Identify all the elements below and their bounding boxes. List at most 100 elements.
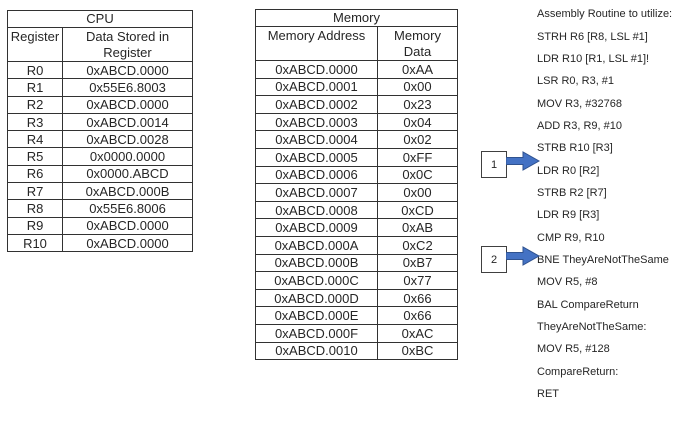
memory-address-cell: 0xABCD.000C: [255, 271, 378, 290]
memory-address-cell: 0xABCD.0007: [255, 183, 378, 202]
register-name-cell: R1: [7, 78, 63, 97]
memory-data-cell: 0x00: [376, 77, 459, 97]
memory-table-row: 0xABCD.000B 0xB7: [255, 253, 459, 273]
assembly-instruction-line: MOV R5, #128: [537, 343, 610, 356]
cpu-table-row: R9 0xABCD.0000: [7, 216, 194, 235]
register-value-cell: 0x55E6.8006: [61, 199, 194, 218]
memory-table-row: 0xABCD.0006 0x0C: [255, 165, 459, 185]
memory-data-cell: 0x0C: [376, 165, 459, 185]
assembly-instruction-line: LDR R0 [R2]: [537, 164, 600, 177]
assembly-instruction-line: CMP R9, R10: [537, 231, 605, 244]
callout-2-label: 2: [490, 253, 498, 266]
memory-address-cell: 0xABCD.000D: [255, 288, 378, 308]
cpu-col-header-register: Register: [7, 27, 63, 62]
memory-table-row: 0xABCD.0000 0xAA: [255, 60, 459, 79]
memory-address-cell: 0xABCD.0002: [255, 95, 378, 114]
memory-data-cell: 0xFF: [376, 147, 459, 167]
memory-table-row: 0xABCD.0002 0x23: [255, 95, 459, 114]
callout-1-label: 1: [490, 158, 498, 171]
memory-table-row: 0xABCD.0005 0xFF: [255, 147, 459, 167]
cpu-table-row: R3 0xABCD.0014: [7, 112, 194, 132]
memory-table-row: 0xABCD.000E 0x66: [255, 306, 459, 325]
assembly-instruction-line: MOV R5, #8: [537, 276, 598, 289]
cpu-table-row: R8 0x55E6.8006: [7, 199, 194, 218]
cpu-table-row: R0 0xABCD.0000: [7, 60, 194, 80]
cpu-table-row: R7 0xABCD.000B: [7, 182, 194, 201]
register-name-cell: R4: [7, 130, 63, 149]
memory-table-row: 0xABCD.0001 0x00: [255, 77, 459, 97]
memory-table: Memory Memory Address Memory Data 0xABCD…: [254, 9, 459, 361]
cpu-table-row: R1 0x55E6.8003: [7, 78, 194, 97]
memory-col-header-data: Memory Data: [376, 26, 459, 61]
memory-table-row: 0xABCD.0007 0x00: [255, 183, 459, 202]
register-value-cell: 0xABCD.0000: [61, 60, 194, 80]
assembly-title: Assembly Routine to utilize:: [537, 8, 673, 21]
memory-data-cell: 0x23: [376, 95, 459, 114]
memory-data-cell: 0xC2: [376, 235, 459, 255]
memory-address-cell: 0xABCD.0003: [255, 112, 378, 132]
cpu-table-title: CPU: [6, 10, 194, 28]
register-value-cell: 0xABCD.0000: [61, 233, 194, 253]
memory-address-cell: 0xABCD.0005: [255, 147, 378, 167]
register-name-cell: R8: [7, 199, 63, 218]
register-value-cell: 0x0000.0000: [61, 147, 194, 166]
memory-address-cell: 0xABCD.0008: [255, 200, 378, 220]
memory-address-cell: 0xABCD.000A: [255, 235, 378, 255]
memory-address-cell: 0xABCD.000F: [255, 323, 378, 343]
arrow-right-icon: [506, 151, 541, 171]
assembly-instruction-line: MOV R3, #32768: [537, 97, 622, 110]
register-value-cell: 0x0000.ABCD: [61, 164, 194, 184]
assembly-instruction-line: STRH R6 [R8, LSL #1]: [537, 30, 648, 43]
assembly-instruction-line: LDR R10 [R1, LSL #1]!: [537, 52, 650, 65]
memory-table-row: 0xABCD.0004 0x02: [255, 130, 459, 149]
callout-box-1: 1: [481, 151, 507, 178]
memory-address-cell: 0xABCD.0006: [255, 165, 378, 185]
memory-table-row: 0xABCD.000A 0xC2: [255, 235, 459, 255]
memory-data-cell: 0x04: [376, 112, 459, 132]
assembly-instruction-line: TheyAreNotTheSame:: [537, 320, 647, 333]
memory-data-cell: 0x66: [376, 306, 459, 325]
memory-address-cell: 0xABCD.0000: [255, 60, 378, 79]
assembly-instruction-line: LDR R9 [R3]: [537, 209, 600, 222]
memory-col-header-address: Memory Address: [255, 26, 378, 61]
register-value-cell: 0xABCD.0014: [61, 112, 194, 132]
cpu-table-row: R2 0xABCD.0000: [7, 95, 194, 114]
memory-address-cell: 0xABCD.0009: [255, 218, 378, 237]
register-name-cell: R0: [7, 60, 63, 80]
memory-table-row: 0xABCD.0010 0xBC: [255, 341, 459, 361]
memory-address-cell: 0xABCD.000E: [255, 306, 378, 325]
register-value-cell: 0xABCD.0000: [61, 216, 194, 235]
cpu-table-row: R4 0xABCD.0028: [7, 130, 194, 149]
register-name-cell: R3: [7, 112, 63, 132]
register-name-cell: R10: [7, 233, 63, 253]
arrow-right-icon: [506, 246, 541, 266]
register-name-cell: R9: [7, 216, 63, 235]
cpu-col-header-data: Data Stored in Register: [61, 27, 194, 62]
memory-data-cell: 0x00: [376, 183, 459, 202]
memory-data-cell: 0xB7: [376, 253, 459, 273]
assembly-instruction-line: ADD R3, R9, #10: [537, 119, 622, 132]
memory-table-row: 0xABCD.0003 0x04: [255, 112, 459, 132]
assembly-instruction-line: STRB R10 [R3]: [537, 142, 613, 155]
assembly-instruction-line: BAL CompareReturn: [537, 298, 639, 311]
register-name-cell: R5: [7, 147, 63, 166]
assembly-listing: Assembly Routine to utilize: STRH R6 [R8…: [537, 3, 700, 405]
memory-table-title: Memory: [254, 9, 459, 27]
register-name-cell: R2: [7, 95, 63, 114]
memory-table-row: 0xABCD.000F 0xAC: [255, 323, 459, 343]
memory-data-cell: 0x66: [376, 288, 459, 308]
assembly-instruction-line: BNE TheyAreNotTheSame: [537, 253, 669, 266]
memory-data-cell: 0xAA: [376, 60, 459, 79]
register-name-cell: R7: [7, 182, 63, 201]
memory-table-row: 0xABCD.0008 0xCD: [255, 200, 459, 220]
cpu-table-row: R5 0x0000.0000: [7, 147, 194, 166]
register-value-cell: 0xABCD.0000: [61, 95, 194, 114]
memory-data-cell: 0xAB: [376, 218, 459, 237]
memory-data-cell: 0xAC: [376, 323, 459, 343]
callout-box-2: 2: [481, 246, 507, 273]
memory-address-cell: 0xABCD.000B: [255, 253, 378, 273]
cpu-table-row: R10 0xABCD.0000: [7, 233, 194, 253]
memory-table-row: 0xABCD.000C 0x77: [255, 271, 459, 290]
register-name-cell: R6: [7, 164, 63, 184]
